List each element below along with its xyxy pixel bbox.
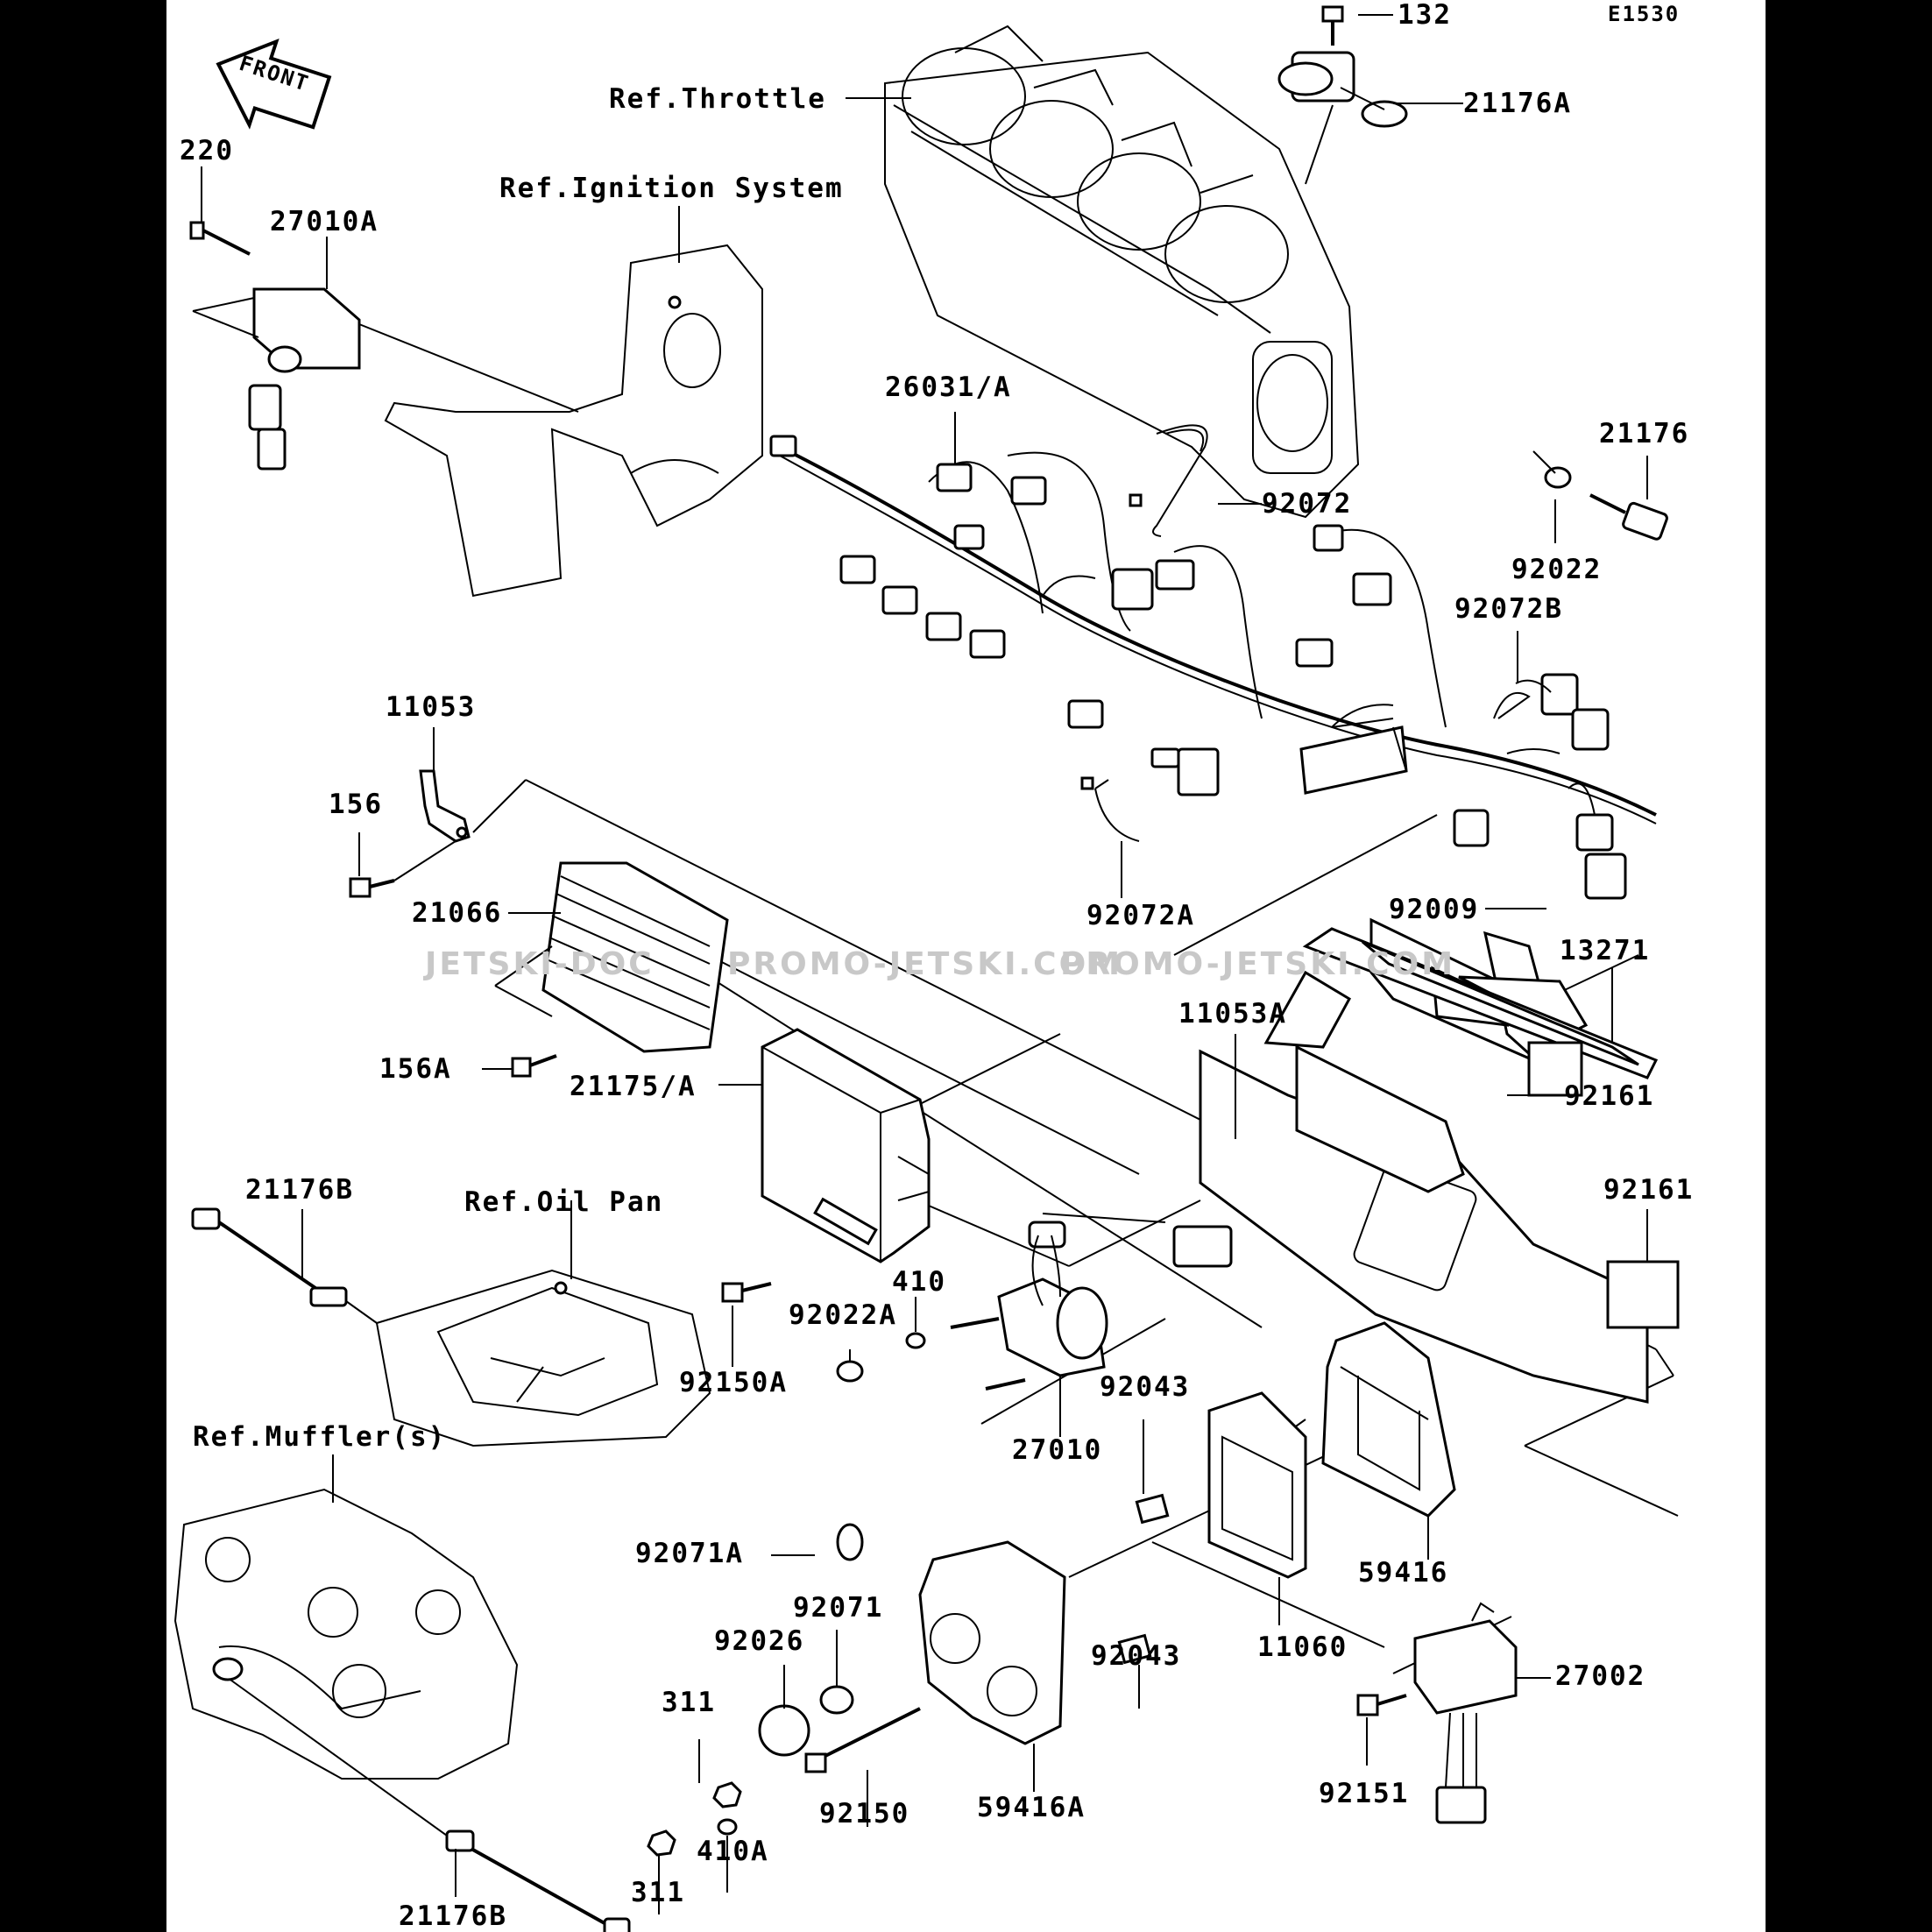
- part-label: 21066: [412, 897, 503, 929]
- part-label: 156A: [379, 1053, 452, 1085]
- ignition-bracket-drawing: [384, 244, 763, 598]
- part-label: 21176B: [245, 1174, 354, 1206]
- regulator-21066-drawing: [494, 861, 729, 1078]
- starter-relay-27010-drawing: [836, 1213, 1233, 1665]
- part-label: 11053A: [1178, 998, 1287, 1030]
- part-label: 311: [662, 1687, 716, 1718]
- part-label: 21176B: [399, 1900, 507, 1932]
- part-label: 92071A: [635, 1538, 744, 1569]
- throttle-body-drawing: [884, 25, 1360, 519]
- part-label: 59416A: [977, 1792, 1086, 1823]
- ref-ignition-label: Ref.Ignition System: [499, 173, 844, 204]
- parts-diagram-sheet: JETSKI-DOC PROMO-JETSKI.COM PROMO-JETSKI…: [166, 0, 1766, 1932]
- part-label: 132: [1398, 0, 1452, 31]
- part-label: 410: [892, 1266, 946, 1298]
- front-arrow-icon: [216, 39, 332, 130]
- parts-line-art: [173, 5, 1680, 1932]
- part-label: 92072B: [1454, 593, 1563, 625]
- part-label: 156: [329, 789, 383, 820]
- part-label: 21175/A: [570, 1071, 697, 1102]
- part-label: 92009: [1389, 894, 1480, 925]
- part-label: 21176: [1599, 418, 1690, 449]
- box-59416-drawing: [1207, 1321, 1456, 1579]
- temp-sensor-21176B-drawing: [191, 1207, 631, 1932]
- part-label: 26031/A: [885, 372, 1012, 403]
- part-label: 92072: [1262, 488, 1353, 520]
- part-label: 21176A: [1463, 88, 1572, 119]
- watermark: JETSKI-DOC: [425, 946, 655, 982]
- oil-pan-drawing: [375, 1269, 711, 1447]
- sensor-21176A-drawing: [1277, 5, 1408, 185]
- ref-throttle-label: Ref.Throttle: [609, 83, 826, 115]
- part-label: 59416: [1358, 1557, 1449, 1589]
- cable-ties-drawing: [1080, 424, 1531, 842]
- part-label: 27010: [1012, 1434, 1103, 1466]
- part-label: 13271: [1560, 935, 1651, 966]
- watermark: PROMO-JETSKI.COM: [727, 946, 1123, 982]
- part-label: 92150A: [679, 1367, 788, 1398]
- part-label: 92026: [714, 1625, 805, 1657]
- part-label: 410A: [697, 1836, 769, 1867]
- part-label: 11053: [386, 691, 477, 723]
- part-label: 11060: [1257, 1631, 1348, 1663]
- ref-oil-pan-label: Ref.Oil Pan: [464, 1186, 664, 1218]
- part-label: 92151: [1319, 1778, 1410, 1809]
- wiring-harness-drawing: [769, 435, 1657, 900]
- part-label: 92161: [1564, 1080, 1655, 1112]
- part-label: 92043: [1100, 1371, 1191, 1403]
- part-label: 92022: [1511, 554, 1603, 585]
- part-label: 220: [180, 135, 234, 166]
- relay-27010A-drawing: [189, 221, 579, 471]
- part-label: 311: [631, 1877, 685, 1908]
- watermark: PROMO-JETSKI.COM: [1060, 946, 1456, 982]
- ref-muffler-label: Ref.Muffler(s): [193, 1421, 447, 1453]
- ecu-21175A-drawing: [721, 1028, 931, 1303]
- part-label: 92043: [1091, 1640, 1182, 1672]
- mounting-plate-drawing: [1199, 917, 1680, 1404]
- part-label: 27002: [1555, 1660, 1646, 1692]
- relay-27002-drawing: [1356, 1602, 1518, 1824]
- bracket-11053-drawing: [349, 769, 471, 898]
- label-leader-lines: [201, 14, 1648, 1914]
- part-label: 27010A: [270, 206, 379, 237]
- part-label: 92150: [819, 1798, 910, 1829]
- temp-sensor-21176-drawing: [1532, 450, 1668, 541]
- part-label: 92071: [793, 1592, 884, 1624]
- part-label: 92161: [1603, 1174, 1695, 1206]
- diagram-code: E1530: [1608, 2, 1681, 26]
- muffler-drawing: [173, 1488, 519, 1780]
- part-label: 92022A: [789, 1299, 897, 1331]
- part-label: 92072A: [1086, 900, 1195, 931]
